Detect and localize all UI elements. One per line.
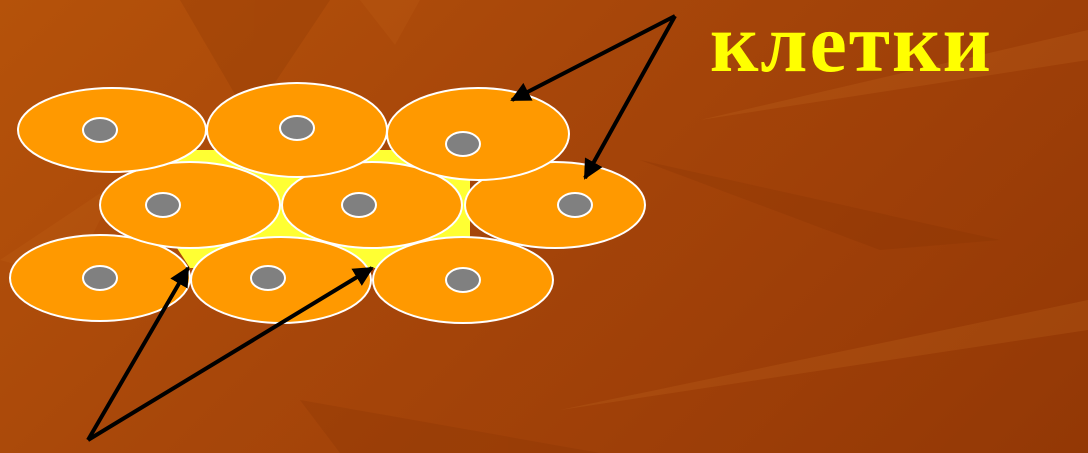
cell-membrane bbox=[386, 87, 570, 181]
cell-nucleus bbox=[445, 131, 481, 157]
cell-nucleus bbox=[341, 192, 377, 218]
cell-row-1 bbox=[17, 82, 570, 181]
cell bbox=[99, 161, 281, 249]
cell-nucleus bbox=[445, 267, 481, 293]
cells-label: клетки bbox=[710, 0, 993, 90]
cell bbox=[17, 87, 207, 173]
cell-row-3 bbox=[9, 234, 554, 324]
cell bbox=[9, 234, 191, 322]
cell bbox=[281, 161, 463, 249]
arrow-to-top-right-cell bbox=[510, 14, 676, 102]
cell-pointer-arrows bbox=[510, 14, 677, 180]
cell-nucleus bbox=[279, 115, 315, 141]
arrow-to-left-gap bbox=[86, 266, 190, 442]
cell-nucleus bbox=[250, 265, 286, 291]
cell-membrane bbox=[464, 161, 646, 249]
cell-nucleus bbox=[145, 192, 181, 218]
cell bbox=[190, 236, 372, 324]
cell-membrane bbox=[99, 161, 281, 249]
arrow-to-middle-right-cell bbox=[583, 15, 677, 180]
cell bbox=[386, 87, 570, 181]
cell bbox=[464, 161, 646, 249]
cell bbox=[206, 82, 388, 178]
cell-row-2 bbox=[99, 161, 646, 249]
cell-nucleus bbox=[557, 192, 593, 218]
cell bbox=[372, 236, 554, 324]
arrow-to-middle-gap bbox=[86, 266, 374, 442]
cell-nucleus bbox=[82, 117, 118, 143]
cell-nucleus bbox=[82, 265, 118, 291]
intercellular-pointer-arrows bbox=[86, 266, 374, 442]
